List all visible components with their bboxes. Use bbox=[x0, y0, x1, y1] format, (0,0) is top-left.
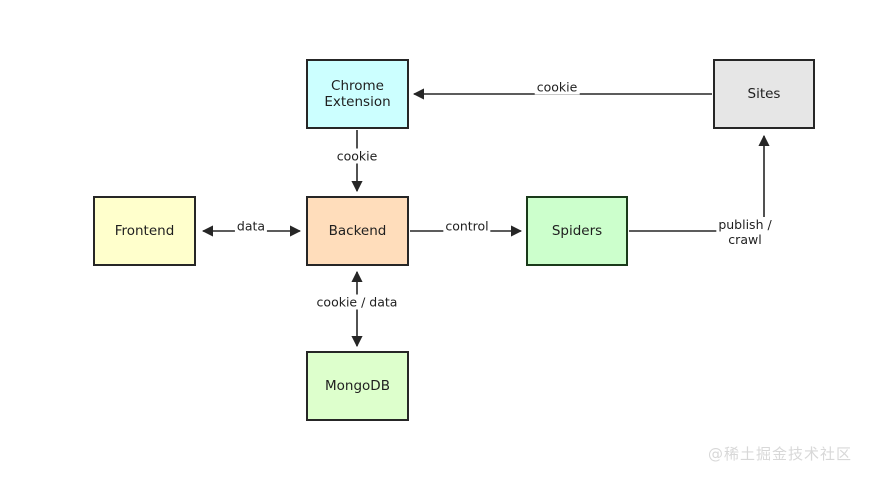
edge-label-sites-to-extension: cookie bbox=[534, 79, 580, 95]
node-chrome-extension-label: Chrome Extension bbox=[324, 78, 391, 110]
watermark-text: @稀土掘金技术社区 bbox=[707, 445, 852, 463]
edge-label-extension-to-backend: cookie bbox=[334, 148, 380, 164]
edge-label-backend-mongodb: cookie / data bbox=[314, 294, 400, 310]
node-spiders[interactable]: Spiders bbox=[526, 196, 628, 266]
node-mongodb-label: MongoDB bbox=[325, 378, 390, 394]
node-sites-label: Sites bbox=[747, 86, 781, 102]
node-mongodb[interactable]: MongoDB bbox=[306, 351, 409, 421]
node-frontend[interactable]: Frontend bbox=[93, 196, 196, 266]
edge-label-spiders-to-sites: publish / crawl bbox=[716, 217, 774, 247]
node-chrome-extension[interactable]: Chrome Extension bbox=[306, 59, 409, 129]
node-backend-label: Backend bbox=[328, 223, 387, 239]
edge-label-backend-to-spiders: control bbox=[443, 218, 491, 234]
node-sites[interactable]: Sites bbox=[713, 59, 815, 129]
edge-label-frontend-backend: data bbox=[234, 218, 268, 234]
node-backend[interactable]: Backend bbox=[306, 196, 409, 266]
node-frontend-label: Frontend bbox=[114, 223, 175, 239]
node-spiders-label: Spiders bbox=[551, 223, 603, 239]
